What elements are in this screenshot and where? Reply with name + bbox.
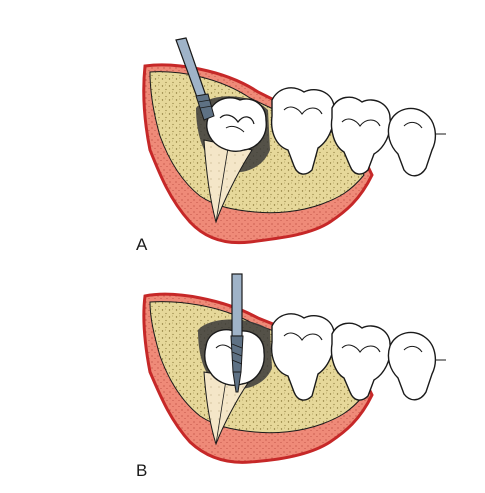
panel-b: B [136,273,446,480]
molar-2-b [330,322,391,401]
premolar-a [387,107,437,177]
molar-2-a [330,96,391,175]
panel-a: A [136,37,446,254]
panel-label-b: B [136,461,147,480]
premolar-b [387,331,437,401]
tooth-target-a [206,97,267,152]
elevator-instrument-icon [175,37,215,121]
bur-instrument-icon [230,273,244,393]
panel-label-a: A [136,235,148,254]
